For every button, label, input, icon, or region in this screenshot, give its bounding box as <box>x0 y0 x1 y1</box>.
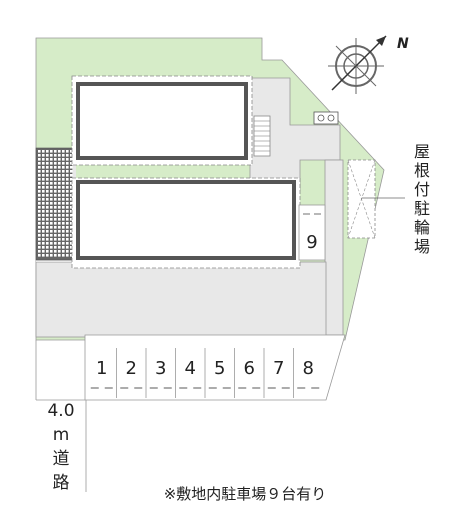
space-number: 3 <box>155 358 166 379</box>
building-lower <box>76 180 296 260</box>
space-number: 7 <box>273 358 284 379</box>
bike-label-char: 場 <box>414 237 430 256</box>
road-label-char: 路 <box>53 473 70 493</box>
road <box>35 340 87 492</box>
space-number: 8 <box>303 358 314 379</box>
space-9-number: 9 <box>306 232 317 253</box>
parking-space-9: 9 <box>298 204 326 261</box>
bike-label-char: 根 <box>414 161 430 180</box>
road-label-char: m <box>53 425 70 445</box>
space-number: 4 <box>185 358 196 379</box>
footnote: ※敷地内駐車場９台有り <box>164 485 327 503</box>
parking-row-area <box>84 334 346 401</box>
bike-label-char: 屋 <box>414 142 430 161</box>
paved-lot <box>35 261 327 338</box>
staircase <box>253 115 271 157</box>
building-upper <box>76 82 248 160</box>
meter-icon <box>313 111 339 125</box>
compass-icon <box>328 35 387 94</box>
road-label-char: 4.0 <box>47 401 74 421</box>
space-number: 6 <box>244 358 255 379</box>
bike-label-char: 駐 <box>414 199 430 218</box>
compass-north-label: N <box>397 36 409 52</box>
road-label: 4.0 m道路 <box>47 401 74 493</box>
paved-strip <box>324 159 344 336</box>
road-label-char: 道 <box>53 449 70 469</box>
bike-parking-shelter <box>347 159 405 239</box>
space-number: 2 <box>126 358 137 379</box>
bike-label-char: 輪 <box>414 218 430 237</box>
hedge-grid <box>35 147 73 261</box>
bike-label-char: 付 <box>414 180 430 199</box>
space-number: 5 <box>214 358 225 379</box>
space-number: 1 <box>96 358 107 379</box>
